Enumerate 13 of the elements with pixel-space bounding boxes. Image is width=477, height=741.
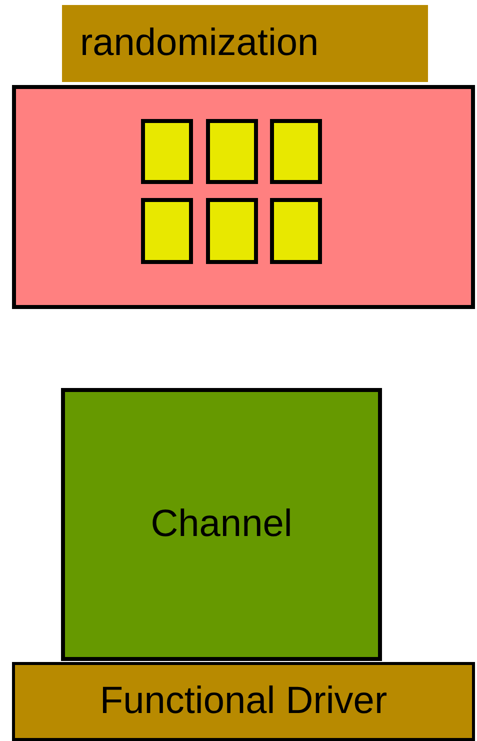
band-label: randomization (80, 22, 319, 65)
container-box (12, 85, 475, 309)
small-box (270, 119, 322, 184)
driver-band (12, 662, 475, 741)
small-box (270, 198, 322, 264)
small-box (141, 119, 193, 184)
small-box (206, 198, 258, 264)
title-band (62, 5, 428, 82)
box-label: Channel (150, 503, 292, 546)
band-label: Functional Driver (100, 680, 388, 723)
channel-box (61, 388, 382, 661)
small-box (206, 119, 258, 184)
small-box (141, 198, 193, 264)
